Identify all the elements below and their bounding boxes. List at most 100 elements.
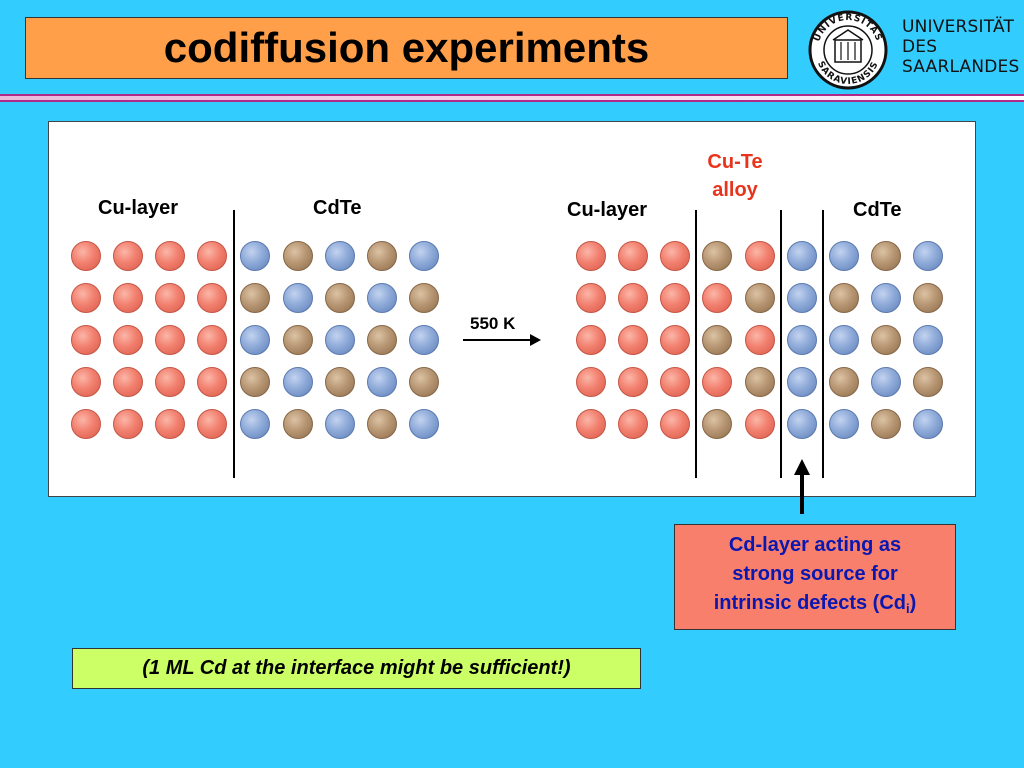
left-atom-cd [409,241,439,271]
left-atom-cu [71,325,101,355]
cd-layer-arrow [800,474,804,514]
left-atom-te [283,409,313,439]
right-atom-te [913,283,943,313]
left-atom-te [367,409,397,439]
left-atom-cu [71,409,101,439]
right-atom-te [702,409,732,439]
bottom-note-text: (1 ML Cd at the interface might be suffi… [142,657,571,679]
note-line-3-main: intrinsic defects (Cd [713,592,906,614]
right-atom-cd [871,283,901,313]
left-atom-cd [409,325,439,355]
alloy-label: Cu-Te alloy [680,148,790,204]
left-atom-cu [71,283,101,313]
right-atom-cu [618,283,648,313]
right-atom-te [745,283,775,313]
right-atom-cu [660,367,690,397]
left-atom-te [283,241,313,271]
left-atom-te [325,283,355,313]
left-atom-te [367,241,397,271]
left-atom-te [240,283,270,313]
note-line-3-end: ) [909,592,917,614]
university-name: UNIVERSITÄT DES SAARLANDES [902,17,1019,77]
right-atom-cd [829,409,859,439]
left-atom-cd [283,283,313,313]
right-atom-cu [618,409,648,439]
left-atom-cu [155,409,185,439]
left-atom-te [240,367,270,397]
right-atom-te [702,241,732,271]
right-atom-cu [702,367,732,397]
left-atom-cu [155,241,185,271]
bottom-note: (1 ML Cd at the interface might be suffi… [72,648,641,689]
right-atom-cu [660,283,690,313]
left-atom-cu [71,367,101,397]
left-atom-cd [325,409,355,439]
left-atom-cu [197,283,227,313]
page-title: codiffusion experiments [163,24,650,71]
right-cu-label: Cu-layer [567,199,648,221]
right-atom-cu [702,283,732,313]
right-atom-cu [660,325,690,355]
university-line-3: SAARLANDES [902,57,1020,77]
left-atom-te [325,367,355,397]
left-atom-cu [71,241,101,271]
temperature-label: 550 K [470,314,516,333]
left-atom-cd [283,367,313,397]
left-atom-cu [155,367,185,397]
right-atom-cd [913,325,943,355]
left-atom-cd [409,409,439,439]
cd-layer-note: Cd-layer acting as strong source for int… [674,524,956,630]
university-line-2: DES [902,37,938,57]
left-atom-cd [240,241,270,271]
note-line-2: strong source for [732,563,898,585]
header-divider [0,94,1024,104]
title-box: codiffusion experiments [25,17,788,79]
right-atom-cu [660,241,690,271]
right-atom-cd [787,409,817,439]
right-interface-line-2 [780,210,782,478]
right-atom-cd [787,367,817,397]
process-arrow-head [530,334,541,346]
left-atom-cu [197,409,227,439]
right-atom-cd [913,409,943,439]
right-atom-cu [576,325,606,355]
right-atom-cu [618,241,648,271]
left-atom-cd [325,241,355,271]
right-atom-cu [576,409,606,439]
note-line-3: intrinsic defects (Cdi) [714,589,917,623]
left-cdte-label: CdTe [313,197,362,219]
left-atom-cu [113,409,143,439]
left-atom-cu [155,325,185,355]
alloy-line-1: Cu-Te [707,151,763,173]
right-atom-te [702,325,732,355]
left-atom-cd [240,325,270,355]
left-atom-cu [113,241,143,271]
right-atom-cd [871,367,901,397]
right-atom-cd [829,241,859,271]
left-atom-cu [197,367,227,397]
left-atom-cd [240,409,270,439]
left-atom-te [367,325,397,355]
right-atom-cu [745,409,775,439]
process-arrow [463,339,533,341]
left-atom-cd [367,283,397,313]
left-atom-te [283,325,313,355]
right-atom-cu [660,409,690,439]
left-interface-line [233,210,235,478]
right-cdte-label: CdTe [853,199,902,221]
left-atom-cd [367,367,397,397]
left-atom-cu [197,325,227,355]
note-line-1: Cd-layer acting as [728,534,902,556]
left-atom-cd [325,325,355,355]
right-interface-line-3 [822,210,824,478]
right-atom-cu [618,367,648,397]
right-atom-cd [787,241,817,271]
right-interface-line-1 [695,210,697,478]
left-atom-te [409,283,439,313]
left-atom-cu [113,283,143,313]
left-cu-label: Cu-layer [98,197,179,219]
right-atom-cu [618,325,648,355]
alloy-line-2: alloy [712,179,758,201]
university-seal-icon: UNIVERSITAS SARAVIENSIS [808,10,888,90]
right-atom-te [871,409,901,439]
